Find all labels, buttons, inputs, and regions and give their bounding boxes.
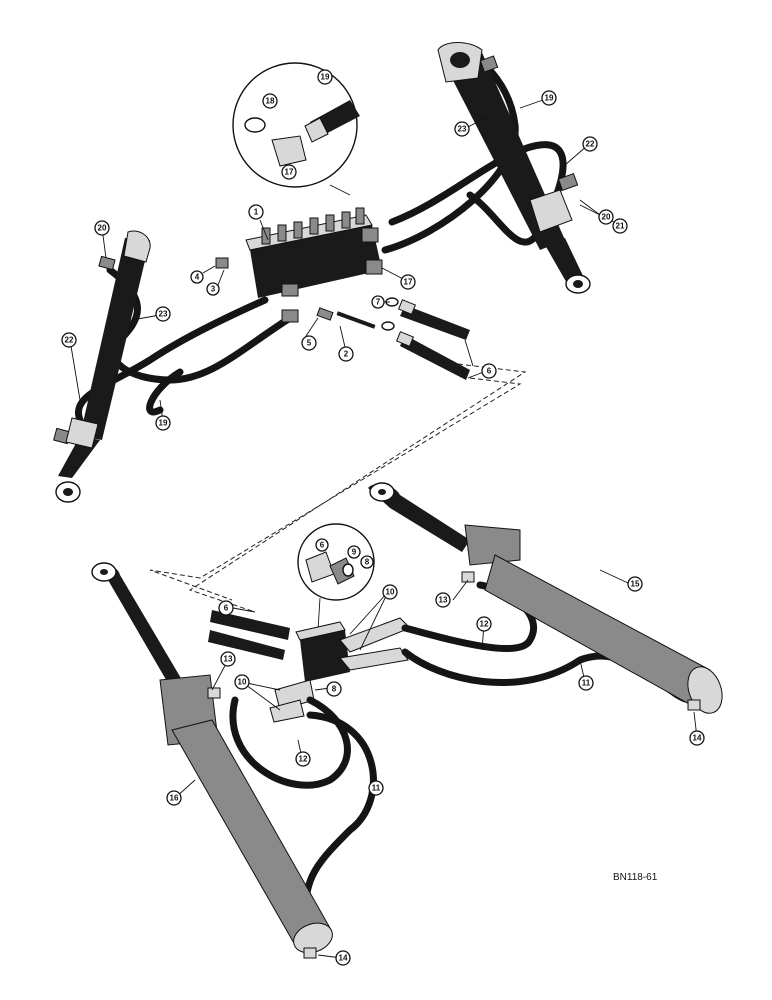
callout-label: 4 [195,273,200,282]
callout-label: 20 [602,213,611,222]
callout-label: 7 [376,298,381,307]
callout-label: 20 [98,224,107,233]
callout-label: 19 [159,419,168,428]
inset-detail-top [232,62,360,196]
right-upper-cylinder [437,42,591,294]
inset-detail-lower [297,523,375,631]
callout-label: 13 [224,655,233,664]
callouts: 1 2 3 4 5 6 7 6 17 18 19 17 23 19 22 20 … [61,69,705,966]
callout-label: 6 [487,367,492,376]
callout-label: 22 [586,140,595,149]
control-valve [215,207,383,323]
callout-label: 11 [372,784,381,793]
callout-label: 23 [159,310,168,319]
callout-label: 12 [299,755,308,764]
callout-label: 11 [582,679,591,688]
right-lower-cylinder [368,482,723,714]
callout-label: 2 [344,350,349,359]
drawing-number: BN118-61 [613,872,658,883]
callout-label: 5 [307,339,312,348]
callout-label: 18 [266,97,275,106]
callout-label: 14 [693,734,702,743]
callout-label: 1 [254,208,259,217]
callout-label: 23 [458,125,467,134]
left-lower-cylinder [91,562,333,959]
callout-label: 16 [170,794,179,803]
callout-label: 17 [285,168,294,177]
callout-label: 17 [404,278,413,287]
callout-label: 8 [365,558,370,567]
loose-fittings [316,297,470,380]
callout-label: 8 [332,685,337,694]
callout-label: 3 [211,285,216,294]
callout-label: 19 [321,73,330,82]
callout-label: 13 [439,596,448,605]
callout-label: 21 [616,222,625,231]
callout-leaders [69,99,698,959]
callout-label: 12 [480,620,489,629]
left-upper-cylinder [53,230,151,503]
callout-label: 6 [320,541,325,550]
callout-label: 9 [352,548,357,557]
flow-divider [208,610,411,723]
callout-label: 14 [339,954,348,963]
callout-label: 15 [631,580,640,589]
callout-label: 10 [386,588,395,597]
callout-label: 22 [65,336,74,345]
callout-label: 10 [238,678,247,687]
callout-label: 6 [224,604,229,613]
callout-label: 19 [545,94,554,103]
